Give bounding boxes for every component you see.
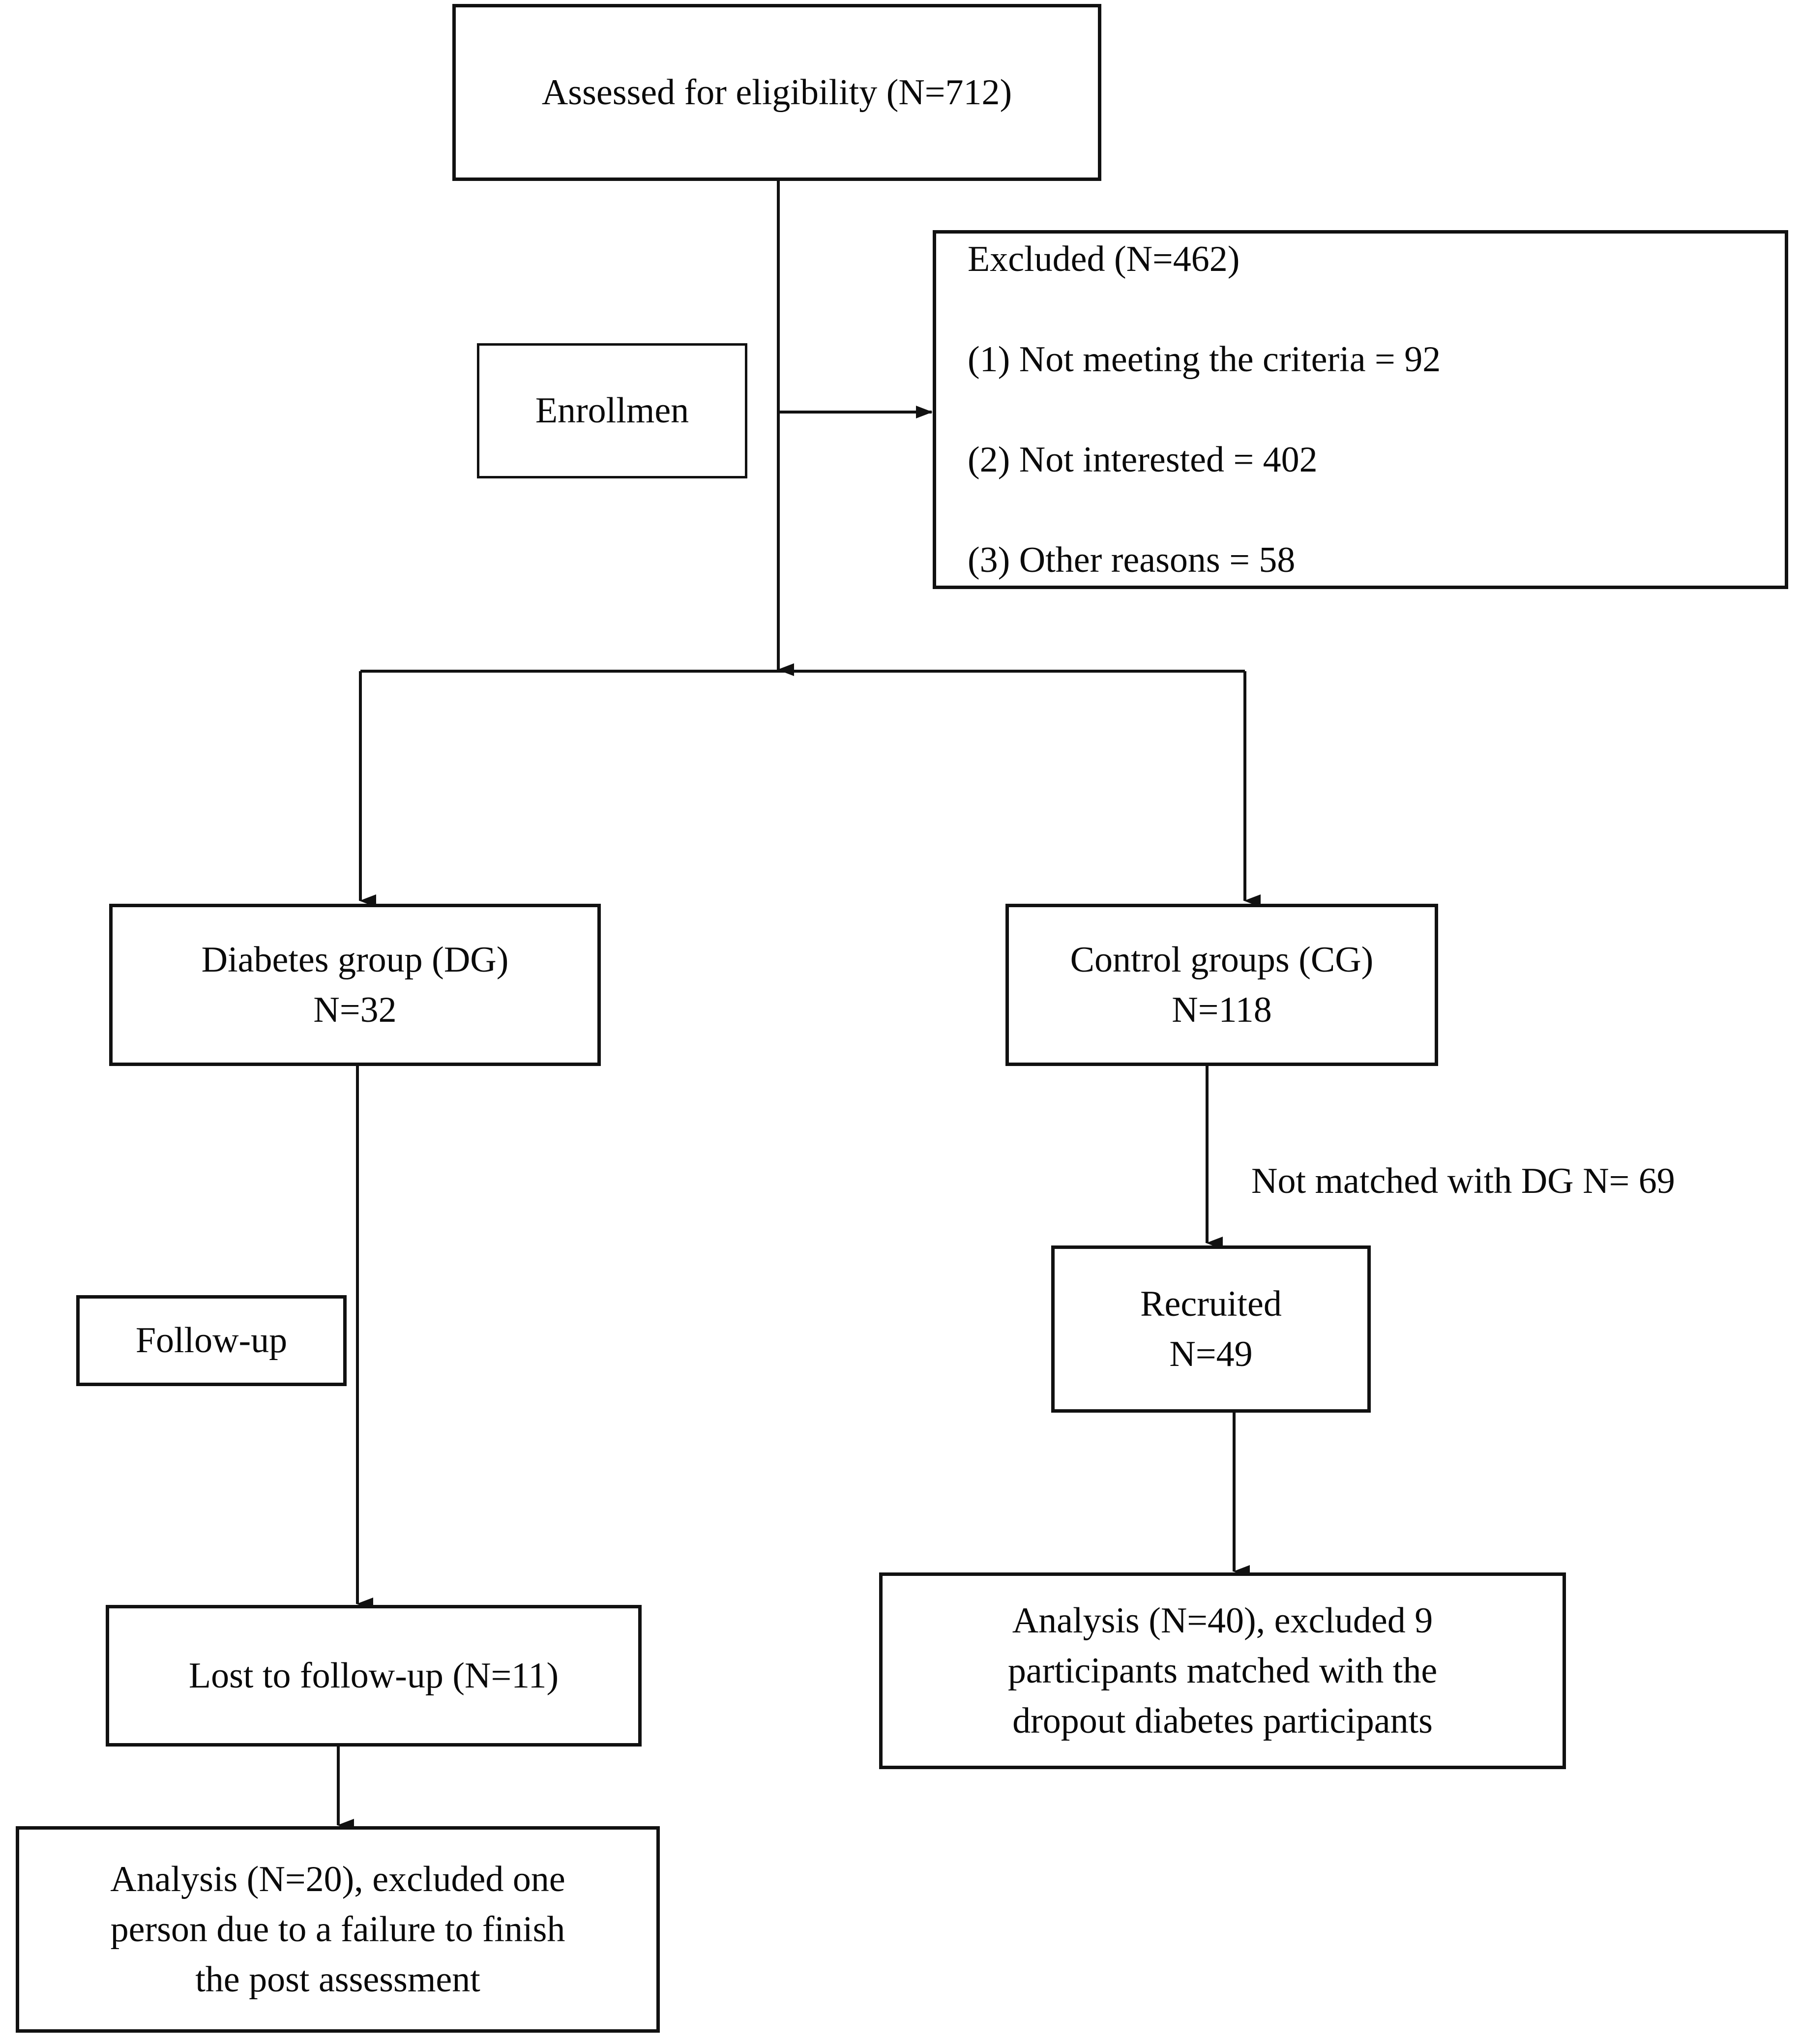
control-group-text: Control groups (CG) N=118 [1070, 939, 1374, 1030]
not-matched-edge-text: Not matched with DG N= 69 [1251, 1161, 1675, 1201]
follow-up-stage-box[interactable]: Follow-up [76, 1295, 347, 1386]
control-group-box[interactable]: Control groups (CG) N=118 [1005, 904, 1438, 1066]
lost-to-follow-up-box[interactable]: Lost to follow-up (N=11) [106, 1605, 642, 1747]
follow-up-stage-text: Follow-up [135, 1320, 288, 1361]
analysis-control-group-box[interactable]: Analysis (N=40), excluded 9 participants… [879, 1572, 1566, 1769]
assessed-for-eligibility-text: Assessed for eligibility (N=712) [541, 72, 1012, 113]
excluded-text: Excluded (N=462) (1) Not meeting the cri… [968, 238, 1441, 581]
diabetes-group-box[interactable]: Diabetes group (DG) N=32 [109, 904, 601, 1066]
enrollment-stage-box[interactable]: Enrollmen [477, 343, 747, 478]
lost-to-follow-up-text: Lost to follow-up (N=11) [188, 1655, 559, 1696]
diabetes-group-text: Diabetes group (DG) N=32 [201, 939, 509, 1030]
excluded-box[interactable]: Excluded (N=462) (1) Not meeting the cri… [933, 230, 1788, 589]
recruited-box[interactable]: Recruited N=49 [1051, 1245, 1371, 1413]
not-matched-edge-label: Not matched with DG N= 69 [1251, 1159, 1675, 1203]
enrollment-stage-text: Enrollmen [535, 390, 689, 431]
analysis-control-group-text: Analysis (N=40), excluded 9 participants… [1007, 1600, 1438, 1742]
assessed-for-eligibility-box[interactable]: Assessed for eligibility (N=712) [452, 4, 1101, 181]
recruited-text: Recruited N=49 [1140, 1283, 1282, 1374]
analysis-diabetes-group-box[interactable]: Analysis (N=20), excluded one person due… [16, 1826, 660, 2033]
analysis-diabetes-group-text: Analysis (N=20), excluded one person due… [110, 1859, 565, 2000]
